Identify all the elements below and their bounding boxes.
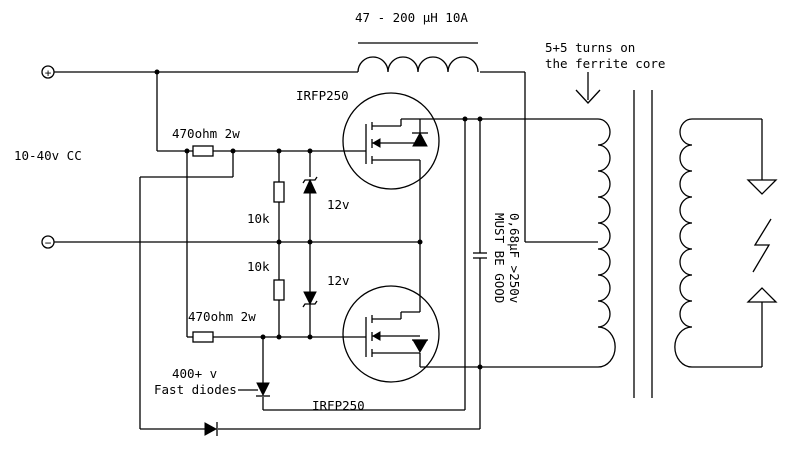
capacitor-label-line1: 0,68µF >250v (507, 213, 522, 303)
capacitor-label-line2: MUST BE GOOD (492, 213, 507, 303)
diodes-label-line1: 400+ v (172, 366, 217, 381)
plus-sign: + (45, 67, 52, 80)
resistor-10k-top-label: 10k (247, 211, 270, 226)
turns-arrow (575, 72, 601, 104)
minus-sign: − (45, 237, 52, 250)
minus-terminal: − (41, 235, 55, 250)
body-diode-top (412, 131, 428, 147)
capacitor (473, 119, 487, 429)
mosfet-bottom-label: IRFP250 (312, 398, 365, 413)
fast-diode-vertical (256, 382, 270, 397)
ferrite-core (633, 90, 653, 398)
turns-label-line2: the ferrite core (545, 56, 665, 71)
resistor-470-bottom-label: 470ohm 2w (188, 309, 256, 324)
body-diode-bottom (412, 339, 428, 353)
plus-terminal: + (41, 65, 55, 80)
inductor-coil (357, 56, 479, 73)
positive-rail (54, 71, 598, 243)
zener-top (303, 178, 317, 194)
turns-label-line1: 5+5 turns on (545, 40, 635, 55)
supply-voltage-label: 10-40v CC (14, 148, 82, 163)
bottom-gate-network (187, 331, 366, 383)
resistor-10k-bottom (273, 279, 285, 301)
transformer-primary (597, 118, 616, 368)
diodes-label-line2: Fast diodes (154, 382, 237, 397)
resistor-470-top-label: 470ohm 2w (172, 126, 240, 141)
zener-bottom (303, 291, 317, 306)
mosfet-top-label: IRFP250 (296, 88, 349, 103)
zener-top-label: 12v (327, 197, 350, 212)
resistor-470-top (192, 145, 214, 157)
transformer-secondary (674, 118, 693, 368)
zener-bottom-label: 12v (327, 273, 350, 288)
inductor-label: 47 - 200 µH 10A (355, 10, 468, 25)
resistor-10k-top (273, 181, 285, 203)
mosfet-top (342, 92, 440, 190)
resistor-10k-bottom-label: 10k (247, 259, 270, 274)
spark-gap (692, 118, 778, 368)
mosfet-bottom (342, 285, 440, 383)
resistor-470-bottom (192, 331, 214, 343)
top-gate-network (139, 72, 366, 430)
junction-dots (154, 69, 483, 370)
fast-diode-horizontal (204, 422, 218, 436)
feedback-wires (218, 119, 480, 430)
